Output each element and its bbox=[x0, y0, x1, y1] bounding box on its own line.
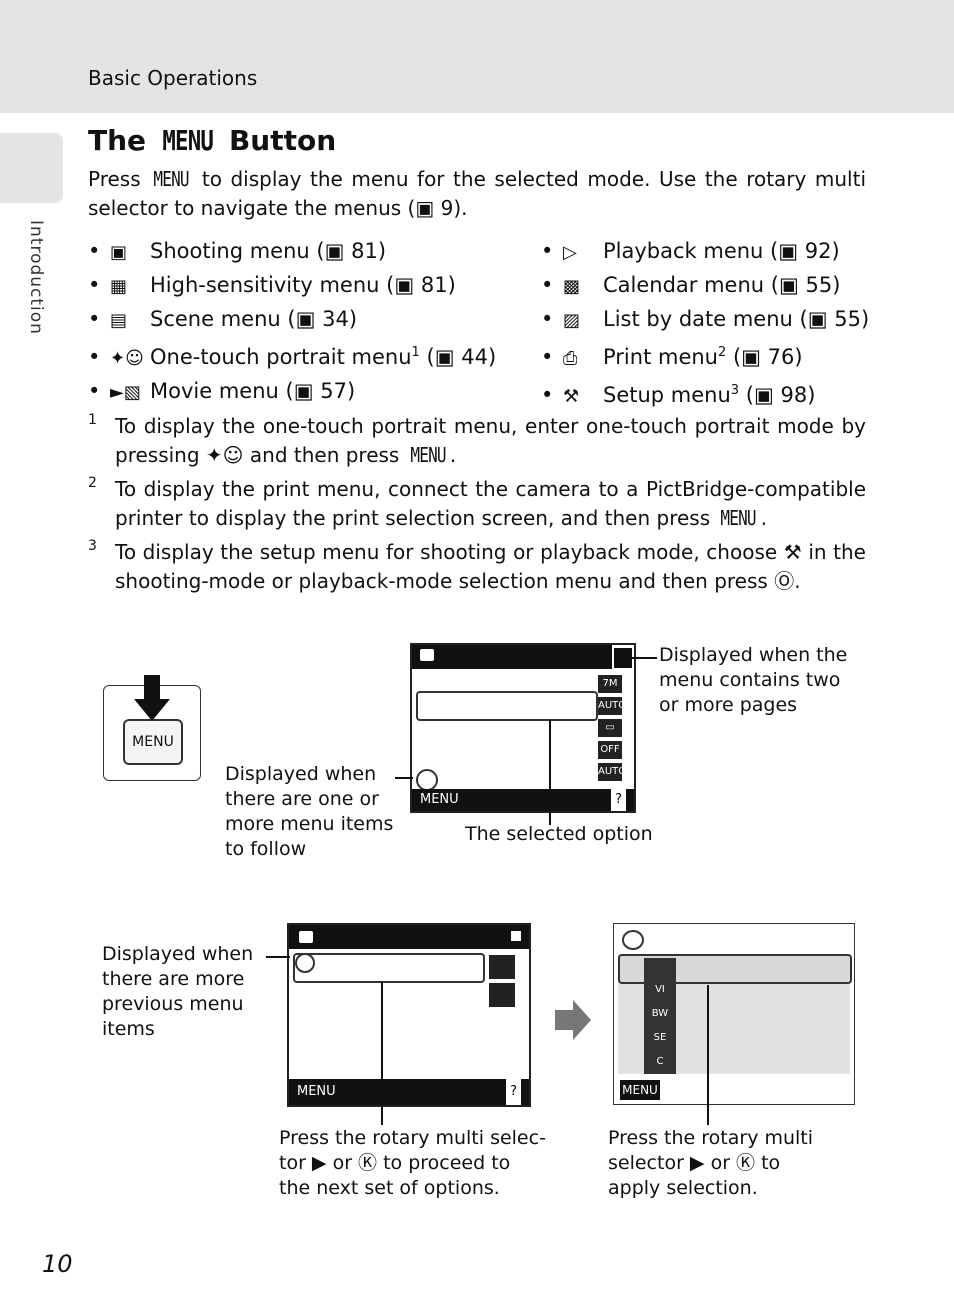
high-sensitivity-icon: ▦ bbox=[110, 276, 128, 297]
setup-icon: ⚒ bbox=[783, 540, 802, 564]
intro-paragraph: Press MENU to display the menu for the s… bbox=[88, 167, 867, 220]
section-label: Basic Operations bbox=[88, 66, 258, 90]
book-ref-icon: ▣ bbox=[778, 273, 799, 297]
list-item: •►▧Movie menu (▣ 57) bbox=[88, 375, 496, 409]
menu-list-right: •▷Playback menu (▣ 92) •▩Calendar menu (… bbox=[541, 235, 869, 413]
footnote-1: 1 To display the one-touch portrait menu… bbox=[88, 412, 866, 470]
lcd-bottom-bar: MENU ? bbox=[289, 1079, 529, 1105]
selected-option-highlight bbox=[416, 691, 598, 721]
page-number: 10 bbox=[42, 1250, 73, 1278]
book-ref-icon: ▣ bbox=[415, 196, 441, 220]
page-title: The MENU Button bbox=[88, 124, 337, 157]
book-ref-icon: ▣ bbox=[434, 345, 455, 369]
book-ref-icon: ▣ bbox=[295, 307, 316, 331]
list-item: •✦☺One-touch portrait menu1 (▣ 44) bbox=[88, 337, 496, 375]
scroll-up-icon bbox=[295, 953, 315, 973]
book-ref-icon: ▣ bbox=[741, 345, 761, 369]
book-ref-icon: ▣ bbox=[753, 383, 774, 407]
camera-icon bbox=[299, 931, 313, 943]
lcd-screen-1: 7M AUTO ▭ OFF AUTO MENU ? bbox=[410, 643, 636, 813]
next-arrow-icon bbox=[555, 1000, 591, 1040]
lcd-screen-3: VI BW SE C MENU bbox=[613, 923, 855, 1105]
list-item: •⎙Print menu2 (▣ 76) bbox=[541, 337, 869, 375]
callout-lines-1 bbox=[395, 657, 657, 825]
vr-off-icon bbox=[489, 955, 515, 979]
menu-icon: MENU bbox=[162, 124, 214, 157]
press-arrow-icon bbox=[134, 675, 170, 721]
setup-icon: ⚒ bbox=[563, 386, 580, 407]
portrait-icon: ✦☺ bbox=[205, 443, 244, 467]
list-item: •▷Playback menu (▣ 92) bbox=[541, 235, 869, 269]
lcd-menu-label: MENU bbox=[620, 1080, 660, 1100]
setting-icons: 7M AUTO ▭ OFF AUTO bbox=[598, 675, 626, 781]
page-indicator-icon bbox=[511, 931, 521, 941]
menu-icon: MENU bbox=[410, 443, 446, 467]
list-item: •▩Calendar menu (▣ 55) bbox=[541, 269, 869, 303]
movie-icon: ►▧ bbox=[110, 382, 141, 403]
calendar-icon: ▩ bbox=[563, 276, 581, 297]
side-tab bbox=[0, 133, 63, 203]
caption-selected: The selected option bbox=[465, 823, 653, 845]
book-ref-icon: ▣ bbox=[394, 273, 415, 297]
date-icon: ▨ bbox=[563, 310, 581, 331]
lcd-bottom-bar: MENU ? bbox=[412, 789, 634, 811]
book-ref-icon: ▣ bbox=[778, 239, 799, 263]
list-item: •▤Scene menu (▣ 34) bbox=[88, 303, 496, 337]
list-item: •▦High-sensitivity menu (▣ 81) bbox=[88, 269, 496, 303]
menu-button: MENU bbox=[123, 719, 183, 765]
menu-icon: MENU bbox=[720, 506, 757, 530]
caption-proceed: Press the rotary multi selec-tor ▶ or Ⓚ … bbox=[279, 1127, 546, 1199]
portrait-icon: ✦☺ bbox=[110, 348, 144, 369]
book-ref-icon: ▣ bbox=[293, 379, 314, 403]
book-ref-icon: ▣ bbox=[324, 239, 345, 263]
list-item: •▣Shooting menu (▣ 81) bbox=[88, 235, 496, 269]
ok-icon: Ⓞ bbox=[774, 569, 795, 593]
footnote-2: 2 To display the print menu, connect the… bbox=[88, 475, 866, 533]
lcd-screen-2: MENU ? bbox=[287, 923, 531, 1107]
scene-icon: ▤ bbox=[110, 310, 128, 331]
menu-list-left: •▣Shooting menu (▣ 81) •▦High-sensitivit… bbox=[88, 235, 496, 409]
color-options-icon bbox=[622, 930, 644, 950]
footnote-3: 3 To display the setup menu for shooting… bbox=[88, 538, 866, 593]
playback-icon: ▷ bbox=[563, 242, 577, 263]
header-bar bbox=[0, 0, 954, 113]
selected-option-highlight bbox=[293, 953, 485, 983]
lcd-title-bar bbox=[289, 925, 529, 949]
menu-icon: MENU bbox=[153, 167, 190, 191]
list-item: •⚒Setup menu3 (▣ 98) bbox=[541, 375, 869, 413]
camera-icon bbox=[420, 649, 434, 661]
side-tab-label: Introduction bbox=[26, 220, 46, 335]
menu-button-diagram: MENU bbox=[103, 685, 201, 781]
list-item: •▨List by date menu (▣ 55) bbox=[541, 303, 869, 337]
submenu-icons: VI BW SE C bbox=[644, 958, 676, 1074]
lcd-title-bar bbox=[412, 645, 612, 669]
book-ref-icon: ▣ bbox=[807, 307, 828, 331]
print-icon: ⎙ bbox=[563, 348, 578, 369]
callout-lines-2 bbox=[266, 956, 709, 1125]
frame-icon bbox=[489, 983, 515, 1007]
camera-icon: ▣ bbox=[110, 242, 128, 263]
